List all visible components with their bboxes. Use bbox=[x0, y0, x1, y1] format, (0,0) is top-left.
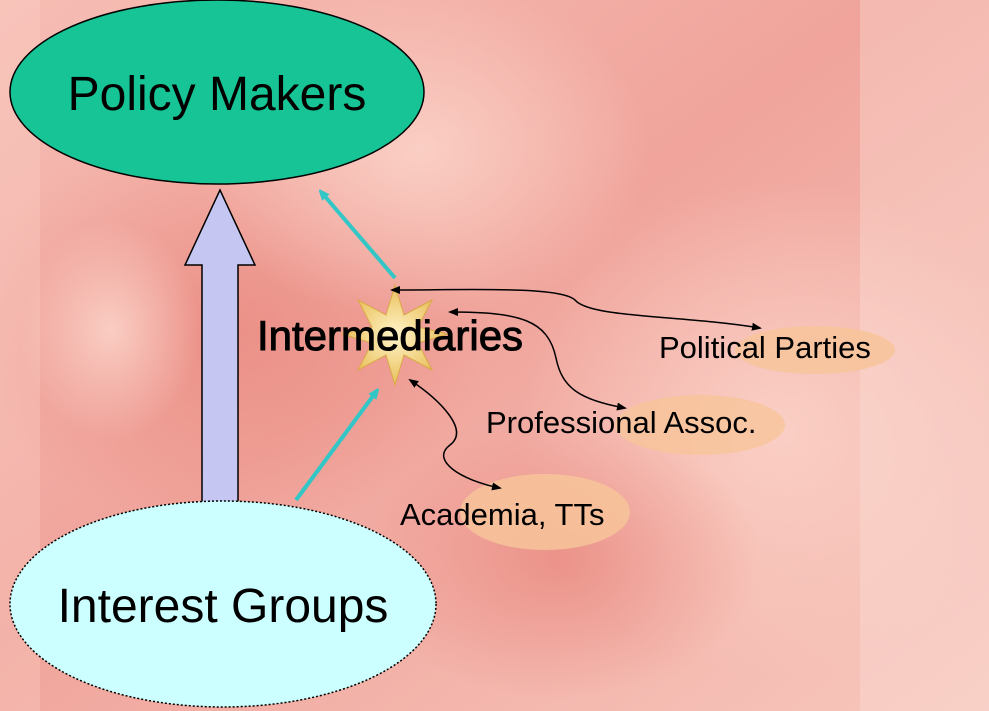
academia-highlight bbox=[460, 474, 630, 550]
connector-professional-assoc bbox=[448, 308, 627, 411]
connector-political-parties bbox=[390, 285, 762, 331]
teal-arrow-from-interest-groups bbox=[294, 392, 376, 502]
interest-groups-label: Interest Groups bbox=[58, 580, 389, 633]
connector-academia bbox=[408, 378, 502, 491]
professional-assoc-highlight bbox=[615, 395, 785, 455]
intermediaries-label: Intermediaries bbox=[257, 312, 523, 359]
academia-label: Academia, TTs bbox=[400, 497, 604, 532]
teal-arrow-to-policy-makers bbox=[322, 193, 397, 280]
policy-makers-label: Policy Makers bbox=[68, 68, 367, 121]
policy-makers-node bbox=[9, 0, 425, 185]
political-parties-label: Political Parties bbox=[659, 330, 871, 365]
professional-assoc-label: Professional Assoc. bbox=[486, 405, 757, 440]
big-up-arrow bbox=[183, 188, 257, 506]
interest-groups-node bbox=[9, 500, 437, 708]
political-parties-highlight bbox=[735, 326, 895, 374]
